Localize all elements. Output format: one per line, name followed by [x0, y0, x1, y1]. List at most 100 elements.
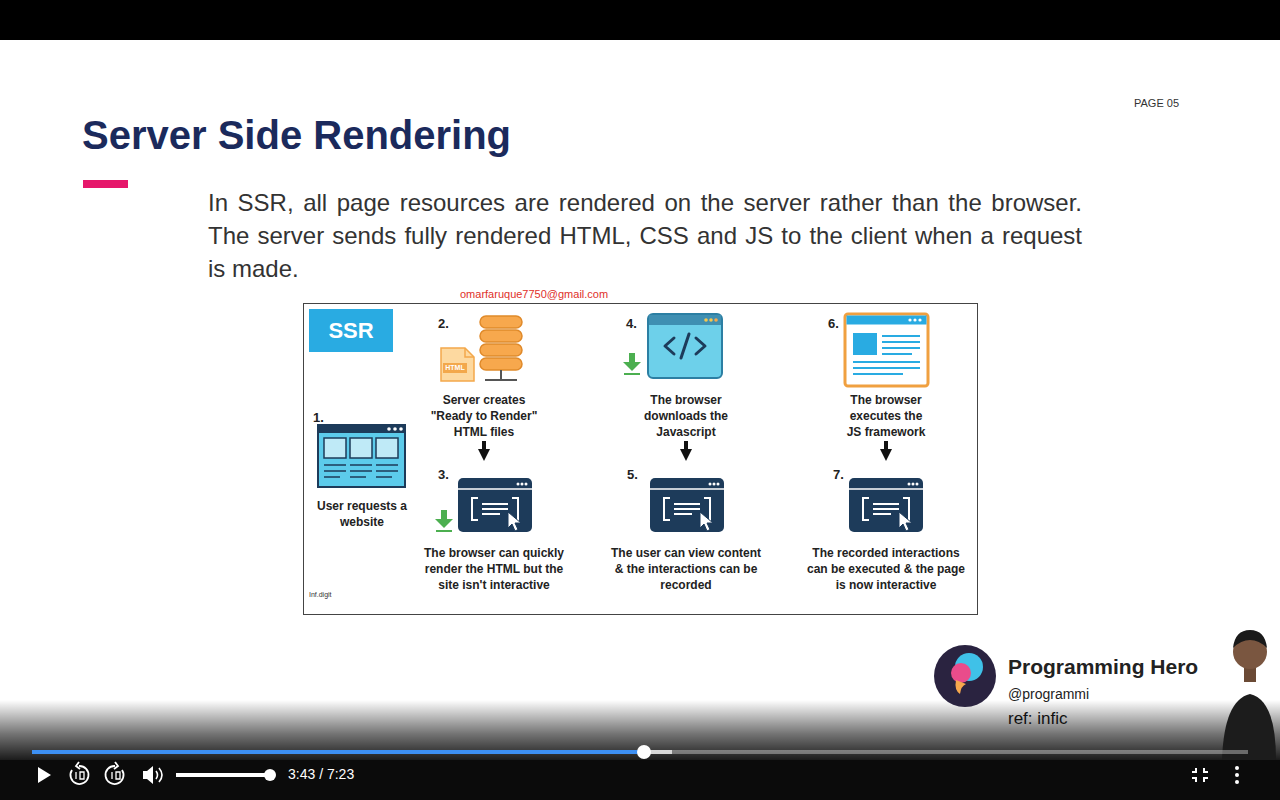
newspaper-window-icon	[853, 333, 877, 355]
browser-icon	[399, 427, 403, 431]
interactive-window-icon	[709, 483, 712, 486]
step-number: 3.	[438, 467, 449, 482]
volume-icon	[156, 768, 162, 782]
interactive-window-icon	[458, 478, 532, 532]
control-bar	[0, 760, 1280, 800]
code-window-icon	[704, 318, 708, 322]
browser-icon	[324, 438, 346, 458]
server-icon	[465, 348, 474, 357]
browser-icon	[387, 427, 391, 431]
interactive-window-icon	[912, 483, 915, 486]
newspaper-window-icon	[913, 318, 916, 321]
time-display: 3:43 / 7:23	[288, 766, 354, 782]
interactive-window-icon	[849, 478, 923, 532]
server-icon	[480, 358, 522, 370]
interactive-window-icon	[650, 478, 724, 532]
browser-icon	[350, 438, 372, 458]
more-menu-button	[1235, 766, 1239, 770]
channel-name: Programming Hero	[1008, 655, 1198, 679]
server-icon	[480, 316, 522, 328]
step-number: 1.	[313, 410, 324, 425]
step-description: The recorded interactions can be execute…	[801, 545, 971, 593]
play-button	[38, 767, 51, 783]
step-number: 6.	[828, 316, 839, 331]
interactive-window-icon	[650, 488, 724, 490]
badge-label: SSR	[309, 309, 393, 352]
presenter	[1222, 630, 1276, 760]
rewind-button	[76, 762, 80, 769]
step-description: The browser downloads the Javascript	[631, 392, 741, 440]
step-block: 7.The recorded interactions can be execu…	[801, 462, 971, 593]
interactive-window-icon	[517, 483, 520, 486]
interactive-window-icon	[674, 504, 700, 514]
newspaper-window-icon	[853, 336, 920, 374]
channel-logo	[956, 680, 967, 694]
newspaper-window-icon	[908, 318, 911, 321]
file-tag: HTML	[443, 363, 467, 373]
interactive-window-icon	[700, 512, 713, 531]
browser-icon	[393, 427, 397, 431]
forward-button	[112, 772, 120, 779]
step-block: 4.The browser downloads the Javascript	[631, 312, 741, 440]
newspaper-window-icon	[847, 316, 927, 325]
flow-arrow	[482, 441, 486, 449]
step-description: User requests a website	[312, 498, 412, 530]
fullscreen-exit-button	[1192, 768, 1208, 782]
interactive-window-icon	[650, 478, 724, 532]
step-number: 4.	[626, 316, 637, 331]
channel-logo	[934, 645, 996, 707]
browser-icon	[324, 465, 398, 477]
newspaper-window-icon	[845, 314, 928, 386]
download-arrow	[623, 353, 641, 374]
interactive-window-icon	[849, 488, 923, 490]
accent-bar	[83, 180, 128, 188]
presenter	[1233, 630, 1267, 648]
download-arrow	[436, 530, 452, 532]
server-icon	[480, 330, 522, 342]
download-arrow	[623, 362, 641, 371]
interactive-window-icon	[916, 483, 919, 486]
server-icon	[480, 344, 522, 356]
diagram-frame	[304, 304, 978, 615]
body-paragraph: In SSR, all page resources are rendered …	[208, 186, 1082, 285]
interactive-window-icon	[508, 512, 521, 531]
download-arrow	[435, 519, 453, 528]
volume-icon	[143, 766, 153, 784]
interactive-window-icon	[458, 488, 532, 490]
rewind-button	[76, 772, 84, 779]
download-arrow	[441, 510, 447, 520]
code-window-icon	[648, 314, 722, 378]
interactive-window-icon	[713, 483, 716, 486]
code-window-icon	[714, 318, 718, 322]
code-window-icon	[649, 315, 721, 325]
browser-icon	[318, 425, 405, 433]
step-block: 2.Server creates "Ready to Render" HTML …	[424, 312, 544, 440]
step-block: 3.The browser can quickly render the HTM…	[414, 462, 574, 593]
download-arrow	[435, 510, 453, 531]
volume-slider	[264, 769, 276, 781]
browser-icon	[318, 425, 405, 487]
step-block: 5.The user can view content & the intera…	[606, 462, 766, 593]
reference-note: ref: infic	[1008, 709, 1068, 729]
progress-bar	[32, 750, 644, 754]
more-menu-button	[1235, 773, 1239, 777]
flow-arrow	[684, 441, 688, 449]
code-window-icon	[665, 334, 705, 358]
channel-logo	[934, 645, 996, 707]
interactive-window-icon	[908, 483, 911, 486]
step-number: 5.	[627, 467, 638, 482]
image-credit: Inf.digit	[309, 591, 332, 598]
progress-bar	[637, 745, 651, 759]
code-window-icon	[648, 314, 722, 378]
rewind-button	[70, 762, 88, 784]
watermark: omarfaruque7750@gmail.com	[460, 288, 608, 300]
newspaper-window-icon	[918, 318, 921, 321]
interactive-window-icon	[525, 483, 528, 486]
interactive-window-icon	[521, 483, 524, 486]
interactive-window-icon	[873, 504, 899, 514]
code-window-icon	[709, 318, 713, 322]
forward-button	[114, 762, 118, 769]
step-number: 2.	[438, 316, 449, 331]
more-menu-button	[1235, 766, 1239, 784]
